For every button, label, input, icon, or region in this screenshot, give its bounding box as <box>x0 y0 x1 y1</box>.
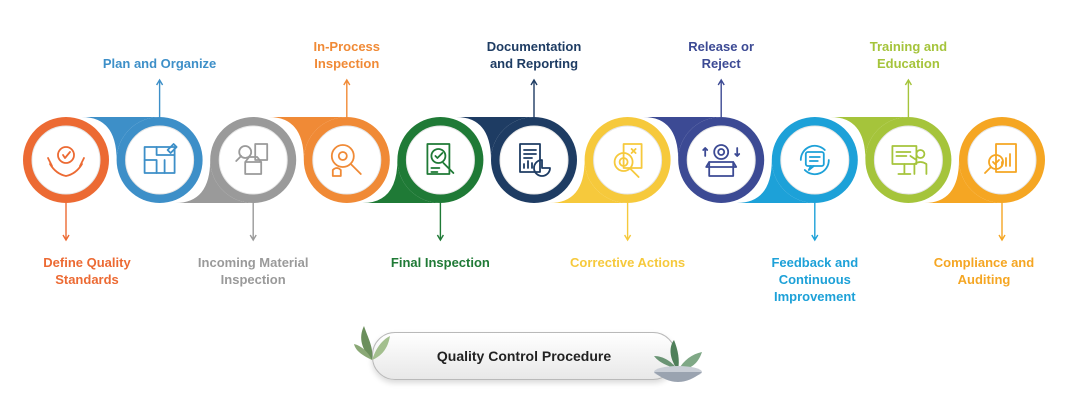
gears-magnifier-icon <box>330 144 362 177</box>
step-swoosh <box>362 160 441 203</box>
step-label: Plan and Organize <box>102 56 217 71</box>
step-4 <box>268 78 390 203</box>
target-magnifier-icon <box>613 143 643 178</box>
step-disc <box>31 125 101 195</box>
arrow-head <box>623 234 632 242</box>
step-label: Incoming Material Inspection <box>197 255 309 287</box>
step-9 <box>736 117 858 242</box>
floor-plan-icon <box>143 143 178 174</box>
step-label: Training and Education <box>869 39 948 71</box>
step-disc <box>780 125 850 195</box>
step-3 <box>175 117 297 242</box>
step-swoosh <box>81 116 160 160</box>
step-disc <box>873 125 943 195</box>
step-swoosh <box>175 160 254 203</box>
arrow-head <box>717 78 725 86</box>
step-8 <box>643 78 765 203</box>
arrow-head <box>811 234 819 242</box>
leaf-decoration-left <box>354 326 390 360</box>
step-swoosh <box>736 160 815 203</box>
step-label: Feedback and Continuous Improvement <box>771 255 859 304</box>
step-label: Compliance and Auditing <box>933 255 1035 287</box>
step-disc <box>405 125 475 195</box>
arrow-head <box>62 234 70 242</box>
step-7 <box>549 117 671 242</box>
arrow-head <box>998 234 1006 242</box>
step-swoosh <box>830 116 909 160</box>
step-10 <box>830 78 952 203</box>
box-inspection-icon <box>235 143 269 175</box>
arrow-head <box>436 234 445 242</box>
arrow-head <box>904 78 913 86</box>
step-disc <box>218 125 288 195</box>
step-disc <box>499 125 569 195</box>
step-disc <box>312 125 382 195</box>
step-label: Release or Reject <box>688 39 755 71</box>
audit-report-icon <box>984 143 1017 174</box>
step-label: In-Process Inspection <box>313 39 381 71</box>
arrow-head <box>155 78 164 86</box>
step-11 <box>924 117 1045 242</box>
step-2 <box>81 78 203 203</box>
step-swoosh <box>924 160 1002 203</box>
step-swoosh <box>268 116 347 160</box>
presentation-icon <box>891 145 928 175</box>
step-label: Corrective Actions <box>570 255 686 270</box>
step-label: Final Inspection <box>390 255 490 270</box>
report-chart-icon <box>519 143 551 177</box>
step-swoosh <box>549 160 628 203</box>
step-disc <box>686 125 756 195</box>
plant-bowl-decoration <box>654 340 702 382</box>
diagram-title: Quality Control Procedure <box>436 348 612 364</box>
step-swoosh <box>643 116 722 160</box>
arrow-head <box>530 78 538 86</box>
step-swoosh <box>456 117 534 160</box>
step-6 <box>456 78 577 203</box>
document-check-icon <box>426 143 455 175</box>
title-pill: Quality Control Procedure <box>372 332 676 380</box>
step-disc <box>125 125 195 195</box>
step-5 <box>362 117 484 242</box>
step-label: Documentation and Reporting <box>486 39 582 71</box>
hands-badge-icon <box>47 146 85 177</box>
step-1 <box>23 117 109 242</box>
step-label: Define Quality Standards <box>43 255 131 287</box>
arrow-head <box>343 78 351 86</box>
arrow-head <box>249 234 257 242</box>
feedback-cycle-icon <box>799 144 830 176</box>
gear-box-icon <box>702 144 741 177</box>
